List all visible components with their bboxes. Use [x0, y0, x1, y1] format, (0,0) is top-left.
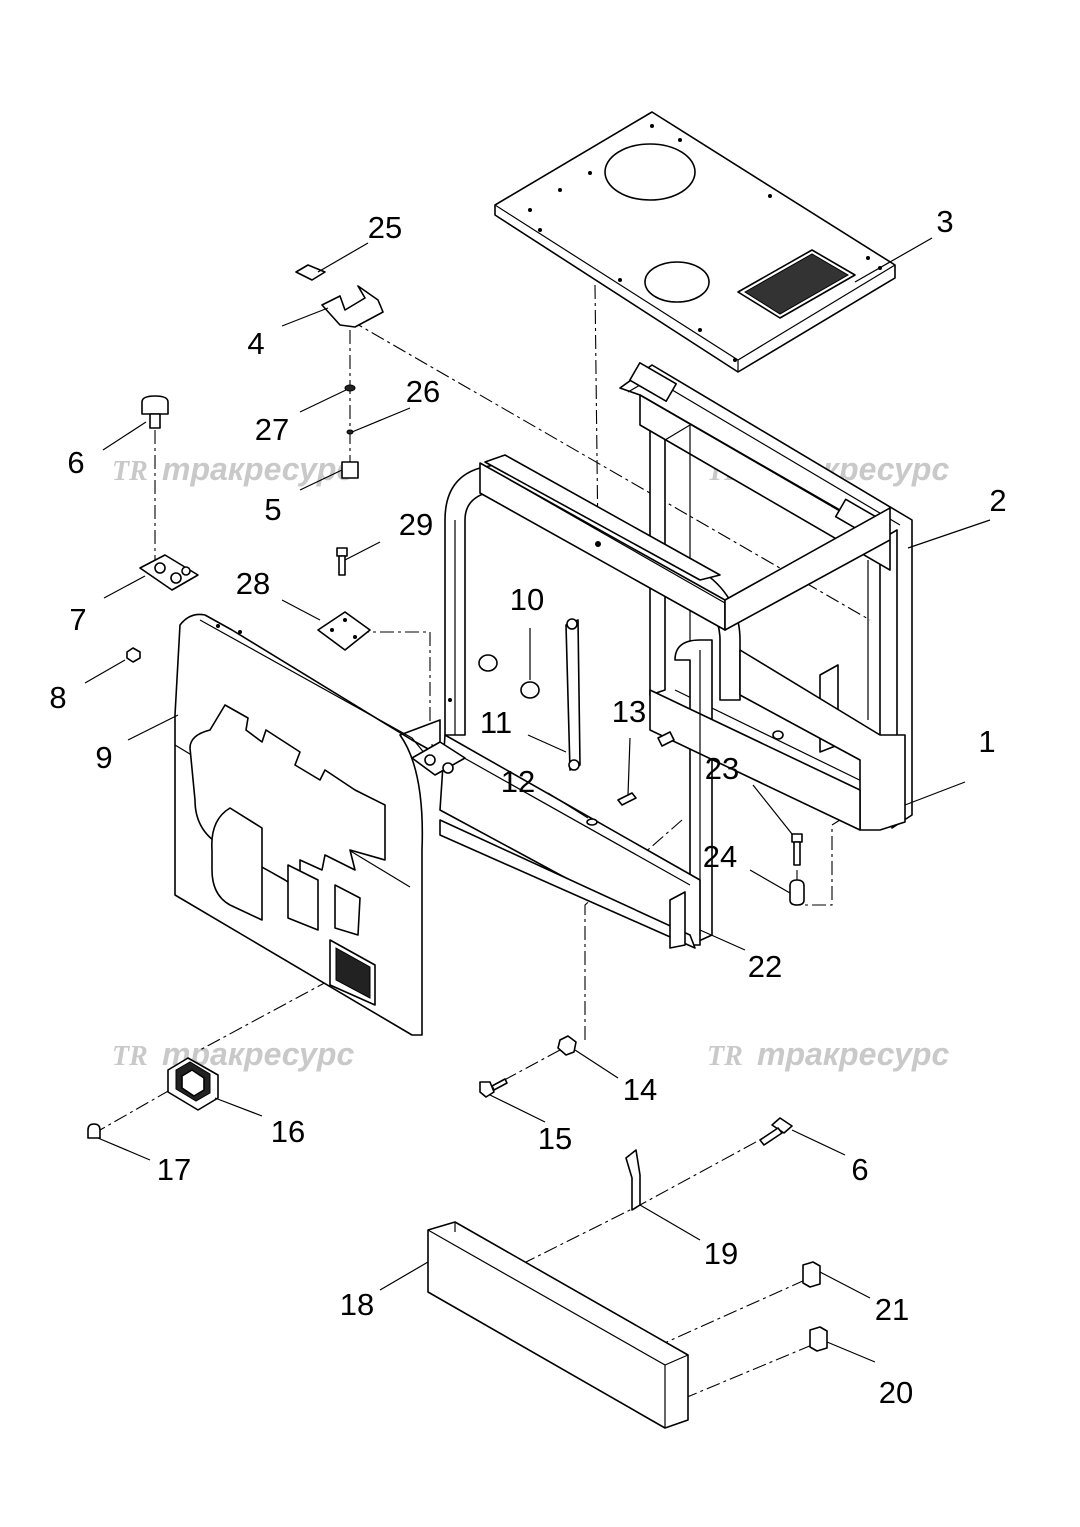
part-pad-25 [295, 264, 326, 281]
callout-13: 13 [612, 694, 646, 729]
part-bracket-19 [625, 1149, 641, 1211]
callout-24: 24 [703, 839, 737, 874]
part-nut-8 [126, 647, 141, 663]
callout-labels: 3 2 1 4 25 26 27 5 6 29 28 7 8 9 10 11 1… [49, 204, 1006, 1410]
callout-19: 19 [704, 1236, 738, 1271]
part-pad-20 [809, 1326, 828, 1352]
callout-25: 25 [368, 210, 402, 245]
part-bolt-6-upper [141, 395, 169, 429]
callout-10: 10 [510, 582, 544, 617]
part-front-frame [439, 454, 906, 946]
callout-20: 20 [879, 1375, 913, 1410]
part-frame-hinge-lower [411, 741, 466, 776]
part-bushing-10 [478, 654, 540, 699]
watermark-bottom-left: TR тракресурс [112, 1036, 354, 1072]
part-bolt-23 [791, 833, 803, 866]
callout-7: 7 [69, 602, 86, 637]
watermark-text: тракресурс [162, 451, 354, 487]
plate-holes [528, 124, 882, 362]
part-door-hinge [139, 554, 199, 591]
watermark-bottom-right: TR тракресурс [707, 1036, 949, 1072]
leader-lines [84, 237, 991, 1363]
callout-27: 27 [255, 412, 289, 447]
part-pin-13 [617, 792, 637, 806]
part-pad-21 [802, 1261, 821, 1288]
part-clip-bracket [321, 285, 384, 328]
part-screw-17 [87, 1123, 101, 1139]
part-latch-16 [167, 1057, 219, 1111]
callout-28: 28 [236, 566, 270, 601]
callout-12: 12 [501, 764, 535, 799]
part-bracket-plate [317, 611, 371, 651]
callout-6-lower: 6 [851, 1152, 868, 1187]
part-lower-frame-bar [439, 819, 696, 949]
watermark-text: тракресурс [757, 1036, 949, 1072]
part-stay-rod [565, 618, 581, 771]
callout-4: 4 [247, 326, 264, 361]
callout-23: 23 [705, 751, 739, 786]
callout-8: 8 [49, 680, 66, 715]
part-bolt-frame [772, 730, 784, 740]
part-bolt-29 [336, 547, 348, 576]
callout-11: 11 [480, 705, 512, 740]
part-nut-5 [341, 461, 359, 479]
watermark-logo: TR [112, 456, 148, 487]
part-bolt-15 [479, 1078, 508, 1098]
callout-21: 21 [875, 1292, 909, 1327]
callout-22: 22 [748, 949, 782, 984]
part-nut-14 [557, 1035, 577, 1056]
callout-14: 14 [623, 1072, 657, 1107]
callout-26: 26 [406, 374, 440, 409]
watermark-logo: TR [112, 1041, 148, 1072]
callout-1: 1 [978, 724, 995, 759]
callout-17: 17 [157, 1152, 191, 1187]
callout-15: 15 [538, 1121, 572, 1156]
part-bolt-6-lower [759, 1117, 793, 1146]
callout-3: 3 [936, 204, 953, 239]
callout-29: 29 [399, 507, 433, 542]
callout-9: 9 [95, 740, 112, 775]
watermark-logo: TR [707, 1041, 743, 1072]
callout-18: 18 [340, 1287, 374, 1322]
part-spacer-24 [789, 879, 805, 906]
part-washer-12 [586, 818, 598, 826]
part-top-cover-plate [494, 111, 896, 373]
part-washer-27 [344, 384, 356, 392]
part-side-door-panel [174, 613, 449, 1036]
callout-5: 5 [264, 492, 281, 527]
callout-2: 2 [989, 483, 1006, 518]
callout-16: 16 [271, 1114, 305, 1149]
watermark-top-left: TR тракресурс [112, 451, 354, 487]
part-pin-13b [657, 731, 675, 747]
callout-6: 6 [67, 445, 84, 480]
part-lower-cover-18 [427, 1221, 689, 1429]
